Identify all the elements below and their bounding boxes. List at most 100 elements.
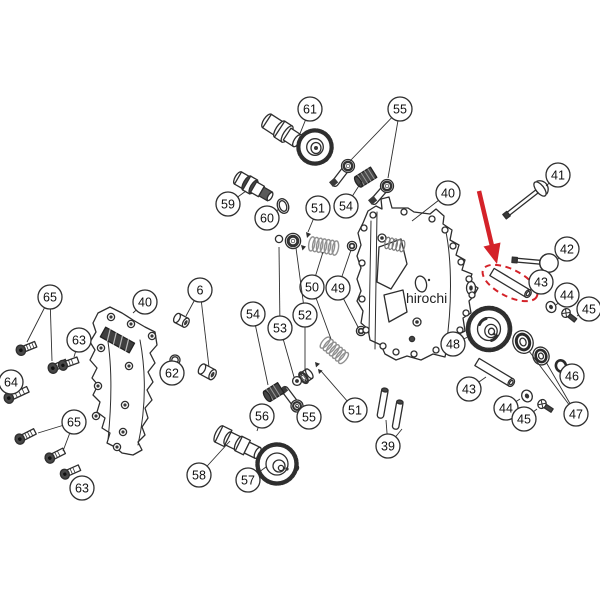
callout-44: 44 xyxy=(554,282,580,308)
callout-number: 49 xyxy=(331,281,345,295)
callout-circle xyxy=(375,433,401,459)
callout-circle xyxy=(333,193,359,219)
highlight-arrow-shaft xyxy=(476,190,495,247)
callout-circle xyxy=(215,191,241,217)
callout-circle xyxy=(132,289,158,315)
bearing-47a-drawing xyxy=(512,330,534,354)
camshaft-59-drawing xyxy=(232,171,274,202)
adjuster-54b-drawing xyxy=(262,382,285,403)
callout-40: 40 xyxy=(132,289,158,315)
callout-number: 50 xyxy=(305,280,319,294)
watermark-text: hirochi xyxy=(406,290,447,306)
callout-circle xyxy=(554,236,580,262)
rocker-arm-55c-drawing xyxy=(279,385,304,413)
side-cover-40-drawing xyxy=(89,306,158,456)
callout-number: 46 xyxy=(565,369,579,383)
callout-55: 55 xyxy=(295,404,322,430)
callout-number: 45 xyxy=(582,302,596,316)
callout-circle xyxy=(254,205,280,231)
callout-42: 42 xyxy=(554,236,580,262)
dowel-pin-6b-drawing xyxy=(197,363,217,381)
o-ring-60-drawing xyxy=(276,198,290,214)
callout-41: 41 xyxy=(545,162,571,188)
highlight-marker xyxy=(476,190,539,303)
callout-39: 39 xyxy=(375,419,403,459)
screw-45a-drawing xyxy=(561,307,578,323)
callout-65: 65 xyxy=(37,409,87,452)
pin-39b-drawing xyxy=(391,399,404,430)
callout-63: 63 xyxy=(69,475,95,501)
callout-circle xyxy=(563,401,589,427)
callout-number: 57 xyxy=(241,473,255,487)
callout-43: 43 xyxy=(527,269,554,295)
callout-leader-line xyxy=(528,350,577,415)
camshaft-56-drawing xyxy=(213,425,300,486)
dowel-pin-6a-drawing xyxy=(172,312,190,328)
callout-number: 44 xyxy=(560,288,574,302)
callout-45: 45 xyxy=(576,296,600,322)
bolt-63a-drawing xyxy=(57,356,80,371)
callout-number: 45 xyxy=(517,412,531,426)
crankcase-40-drawing xyxy=(356,196,479,361)
callout-40: 40 xyxy=(411,180,461,222)
camshaft-61-drawing xyxy=(261,113,334,166)
callout-49: 49 xyxy=(325,249,359,328)
callout-circle xyxy=(305,195,331,221)
callout-circle xyxy=(0,369,24,395)
callout-circle xyxy=(69,475,95,501)
callout-number: 54 xyxy=(246,307,260,321)
callout-63: 63 xyxy=(66,327,92,358)
callout-circle xyxy=(387,96,413,122)
adjuster-54a-drawing xyxy=(353,166,378,188)
callout-48: 48 xyxy=(440,331,471,357)
callout-number: 6 xyxy=(197,283,204,297)
valve-guide-43a-drawing xyxy=(489,267,532,299)
callout-56: 56 xyxy=(249,403,275,432)
valve-spring-cluster-bottom xyxy=(291,325,367,387)
valve-spring-cluster-top xyxy=(274,232,358,256)
bolt-63b-drawing xyxy=(59,464,82,480)
callout-circle xyxy=(440,331,466,357)
callout-number: 40 xyxy=(441,186,455,200)
callout-circle xyxy=(235,467,261,493)
callout-54: 54 xyxy=(240,301,269,386)
bearing-47b-drawing xyxy=(532,346,550,366)
valve-guide-43b-drawing xyxy=(474,357,516,388)
callout-number: 39 xyxy=(381,439,395,453)
callout-number: 48 xyxy=(446,337,460,351)
callout-circle xyxy=(296,404,322,430)
bolt-65a-drawing xyxy=(15,340,38,357)
callout-leader-line xyxy=(278,246,281,329)
callout-54: 54 xyxy=(333,180,363,219)
callout-number: 55 xyxy=(393,102,407,116)
callout-60: 60 xyxy=(254,205,280,231)
callout-number: 54 xyxy=(339,199,353,213)
callout-45: 45 xyxy=(511,406,538,432)
callout-circle xyxy=(249,403,275,429)
callout-number: 56 xyxy=(255,409,269,423)
callout-circle xyxy=(297,96,323,122)
callout-leader-line xyxy=(199,289,210,368)
callout-circle xyxy=(342,397,368,423)
callout-53: 53 xyxy=(267,246,295,378)
callout-64: 64 xyxy=(0,369,24,395)
screw-45b-drawing xyxy=(537,398,554,413)
callout-circle xyxy=(37,284,63,310)
callout-number: 65 xyxy=(43,290,57,304)
highlight-dashed-ellipse xyxy=(481,263,539,303)
callout-circle xyxy=(325,275,351,301)
callout-number: 41 xyxy=(551,168,565,182)
callout-46: 46 xyxy=(559,363,585,389)
callout-circle xyxy=(528,269,554,295)
callout-52: 52 xyxy=(292,247,318,370)
bolt-65c-drawing xyxy=(14,428,37,445)
callout-number: 43 xyxy=(462,382,476,396)
callout-50: 50 xyxy=(299,251,332,340)
callout-51: 51 xyxy=(305,195,331,233)
callout-58: 58 xyxy=(186,440,231,488)
callout-circle xyxy=(267,315,293,341)
callout-circle xyxy=(61,409,87,435)
callout-circle xyxy=(576,296,600,322)
